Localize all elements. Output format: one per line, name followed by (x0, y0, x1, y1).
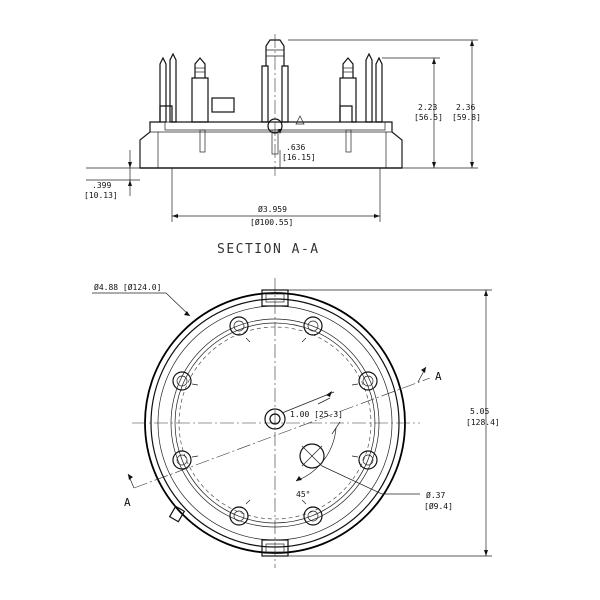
center-tower-wall-right (281, 65, 289, 123)
dim-height-outer-mm: [59.8] (452, 113, 481, 122)
dim-height-inner: 2.23 (418, 103, 437, 112)
tower-left-outer (159, 56, 167, 123)
terminal-hole-5 (172, 450, 192, 470)
terminal-left-tip (194, 57, 206, 78)
bolt-circle (178, 326, 372, 520)
section-outline (139, 105, 403, 169)
dim-hole-diameter-mm: [Ø9.4] (424, 501, 453, 511)
dim-height-inner-mm: [56.5] (414, 113, 443, 122)
tower-left-2 (169, 52, 177, 123)
center-hub-inner (269, 413, 281, 425)
deck-component (211, 97, 235, 113)
section-view (139, 34, 403, 176)
terminal-hole-1 (229, 316, 249, 336)
terminal-hole-8 (303, 506, 323, 526)
radius-leader (281, 391, 335, 414)
center-hub (264, 408, 286, 430)
terminal-holes (172, 316, 378, 526)
section-mark-bottom: A (124, 496, 131, 509)
dim-overall-height-mm: [128.4] (466, 418, 500, 427)
hatched-deck (164, 121, 386, 131)
dim-bolt-radius: 1.00 [25.3] (290, 410, 343, 419)
terminal-right-tip (342, 57, 354, 78)
angle-arc (295, 427, 337, 482)
dim-inner-diameter: Ø3.959 (258, 204, 287, 214)
terminal-right-body (339, 77, 357, 123)
offset-hole (299, 443, 325, 469)
tower-right-outer (375, 56, 383, 123)
plan-dimensions: Ø4.88 [Ø124.0] 5.05 [128.4] 1.00 [25.3] … (92, 282, 500, 557)
stud-3 (345, 129, 352, 153)
stud-2 (271, 129, 279, 155)
hatched-wall-left (139, 131, 159, 169)
deck-arrow-marker (295, 115, 305, 125)
stud-1 (199, 129, 206, 153)
center-tower-wall-left (261, 65, 269, 123)
dim-base-height-mm: [10.13] (84, 191, 118, 200)
dim-inner-diameter-mm: [Ø100.55] (250, 217, 293, 227)
section-title: SECTION A-A (217, 242, 320, 257)
dim-overall-height: 5.05 (470, 407, 489, 416)
section-mark-top: A (435, 370, 442, 383)
dim-hole-diameter: Ø.37 (426, 490, 445, 500)
terminal-hole-2 (303, 316, 323, 336)
dim-boss-height: .636 (286, 143, 305, 152)
hole-leader (321, 465, 420, 495)
terminal-hole-7 (229, 506, 249, 526)
terminal-hole-6 (358, 450, 378, 470)
plan-view (127, 278, 431, 568)
dim-angle: 45° (296, 490, 310, 499)
dim-height-outer: 2.36 (456, 103, 475, 112)
dim-base-height: .399 (92, 181, 111, 190)
locator-nub (168, 505, 186, 523)
terminal-hole-3 (172, 371, 192, 391)
terminal-hole-4 (358, 371, 378, 391)
dim-boss-height-mm: [16.15] (282, 153, 316, 162)
terminal-left-body (191, 77, 209, 123)
outer-diameter-leader (92, 292, 191, 317)
tower-right-2 (365, 52, 373, 123)
section-dimensions: 2.23 [56.5] 2.36 [59.8] .636 [16.15] .39… (84, 39, 481, 227)
dim-outer-diameter: Ø4.88 [Ø124.0] (94, 282, 161, 292)
section-line (133, 377, 431, 489)
